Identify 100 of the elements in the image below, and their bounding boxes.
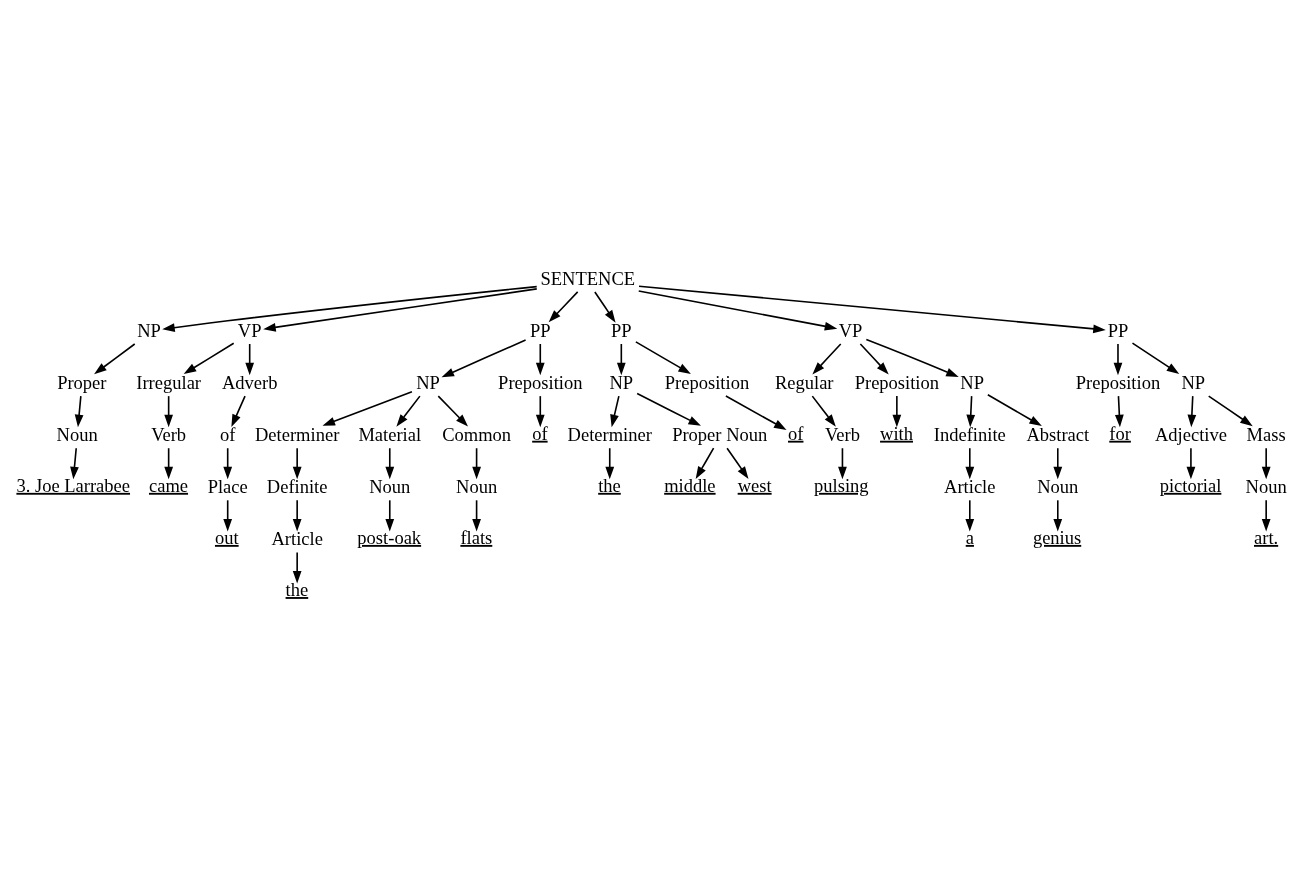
arrow [70, 446, 79, 479]
node-text: Noun [456, 475, 498, 497]
arrow [385, 499, 395, 531]
arrow [1261, 499, 1271, 531]
node-text: Adverb [221, 371, 278, 393]
node-text: Preposition [664, 371, 750, 393]
node-text: Mass [1246, 423, 1286, 445]
arrow [245, 342, 255, 375]
arrow [1053, 499, 1063, 531]
arrow [966, 394, 976, 427]
node-text: 3. Joe Larrabee [16, 474, 131, 496]
arrow [292, 551, 302, 584]
arrow [1207, 394, 1253, 426]
node-text: Verb [151, 423, 187, 445]
node-text: of [532, 422, 548, 444]
arrow [441, 338, 527, 377]
arrow [292, 446, 302, 479]
node-text: NP [1181, 371, 1206, 393]
arrow [616, 342, 626, 375]
node-text: Place [207, 475, 248, 497]
node-text: Preposition [1075, 371, 1161, 393]
node-text: Adjective [1154, 423, 1227, 445]
arrow [231, 394, 246, 427]
arrow [965, 499, 975, 531]
node-text: Noun [1245, 475, 1287, 497]
node-text: Preposition [498, 371, 583, 393]
arrow [74, 394, 84, 427]
node-text: of [788, 422, 804, 444]
arrow [223, 499, 233, 531]
node-text: SENTENCE [540, 267, 636, 289]
arrow [162, 285, 538, 332]
arrow [610, 394, 620, 427]
arrow [535, 342, 545, 375]
arrow [223, 446, 233, 479]
node-text: Abstract [1026, 423, 1090, 445]
node-text: with [880, 422, 913, 444]
node-text: NP [137, 319, 161, 341]
arrow [472, 446, 481, 479]
node-text: of [219, 423, 236, 445]
node-text: for [1109, 422, 1131, 444]
node-text: Verb [824, 423, 860, 445]
arrow [548, 290, 579, 322]
arrow [811, 394, 836, 427]
node-text: NP [960, 371, 984, 393]
arrow [1113, 342, 1123, 375]
node-text: art. [1254, 526, 1279, 548]
arrow [605, 446, 615, 479]
arrow [396, 394, 421, 427]
arrow [892, 394, 902, 427]
node-text: the [598, 474, 621, 496]
arrow [164, 446, 174, 479]
node-text: Proper [57, 371, 107, 393]
arrow [1114, 394, 1124, 427]
arrow [594, 290, 616, 323]
node-text: Regular [774, 371, 834, 393]
arrow [635, 340, 691, 374]
arrow [695, 446, 715, 479]
node-text: VP [838, 319, 863, 341]
node-text: a [965, 526, 974, 548]
node-text: the [285, 578, 309, 600]
node-text: Noun [56, 423, 98, 445]
node-text: Noun [1037, 475, 1079, 497]
node-text: Noun [369, 475, 411, 497]
arrow [725, 394, 787, 430]
node-text: flats [460, 526, 493, 548]
arrow [812, 342, 842, 374]
node-text: west [737, 474, 772, 496]
arrow [838, 446, 847, 479]
node-text: Article [271, 527, 323, 549]
arrow [726, 446, 749, 479]
arrow [437, 394, 469, 427]
node-text: PP [1107, 319, 1129, 341]
arrow [472, 499, 481, 531]
arrow [183, 342, 235, 374]
arrow [987, 393, 1042, 426]
node-text: genius [1032, 526, 1082, 548]
node-text: Article [944, 475, 996, 497]
arrow [292, 499, 302, 531]
arrow [1053, 446, 1063, 479]
arrow [637, 289, 838, 331]
arrow [535, 394, 545, 427]
arrow [1187, 394, 1197, 427]
node-text: middle [664, 474, 716, 496]
node-text: Preposition [854, 371, 940, 393]
arrow [94, 342, 136, 374]
arrow [1261, 446, 1271, 479]
node-text: VP [237, 319, 262, 341]
arrow [636, 392, 701, 426]
arrow [965, 446, 975, 479]
arrow [1131, 341, 1180, 374]
arrow [865, 338, 959, 377]
arrow [1186, 446, 1196, 479]
node-text: NP [609, 371, 634, 393]
node-text: Irregular [136, 371, 202, 393]
arrow [859, 342, 889, 374]
node-text: PP [611, 319, 632, 341]
node-text: Common [442, 423, 512, 445]
node-text: Material [358, 423, 422, 445]
node-text: post-oak [357, 526, 422, 548]
arrow [322, 390, 413, 426]
